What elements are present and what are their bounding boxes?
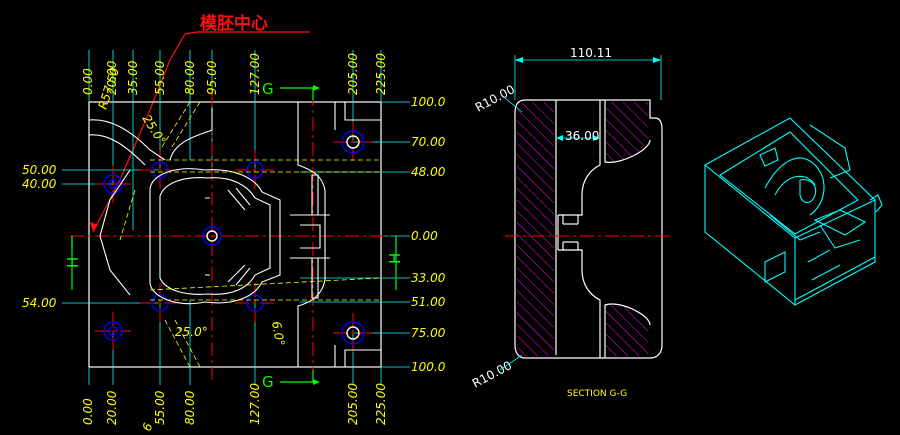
hole-top-right: [341, 130, 365, 154]
annotation-arrowhead: [90, 222, 98, 232]
dim-top-225: 225.00: [374, 53, 388, 95]
pin-top-1: [151, 161, 169, 179]
iso-view: [704, 117, 883, 306]
dim-top-205: 205.00: [346, 53, 360, 95]
dim-right-70: 70.00: [411, 135, 446, 149]
section-h-right-label: H: [386, 253, 404, 264]
dim-right-100-bottom: 100.0: [411, 360, 446, 374]
dim-bottom-20: 20.00: [105, 390, 119, 425]
section-g-top-label: G: [262, 80, 274, 98]
plan-left-dims: 50.00 40.00 54.00: [22, 163, 57, 310]
dim-right-0: 0.00: [411, 229, 438, 243]
pin-top-2: [246, 161, 264, 179]
section-outline: [514, 99, 663, 359]
section-hatch-top-right: [606, 102, 648, 162]
dim-top-35: 35.00: [126, 60, 140, 95]
dim-top-20: 20.00: [105, 60, 119, 95]
section-g-top: G: [262, 80, 320, 100]
dim-top-55: 55.00: [153, 60, 167, 95]
dim-left-50: 50.00: [22, 163, 57, 177]
dim-left-54: 54.00: [22, 296, 57, 310]
pin-bottom-2: [246, 294, 264, 312]
dim-right-75: 75.00: [411, 326, 446, 340]
section-title: SECTION G-G: [567, 389, 627, 399]
dim-bottom-80: 80.00: [183, 390, 197, 425]
angle-small: 6.0°: [269, 320, 287, 347]
section-h-left: H: [64, 236, 82, 290]
dim-bottom-225: 225.00: [374, 383, 388, 425]
plan-centerlines: [70, 92, 390, 380]
dim-top-95: 95.00: [205, 60, 219, 95]
dim-right-100-top: 100.0: [411, 95, 446, 109]
plan-right-dims: 100.0 70.00 48.00 0.00 33.00 51.00 75.00…: [411, 95, 446, 374]
dim-right-33: 33.00: [411, 271, 446, 285]
dim-bottom-0: 0.00: [81, 398, 95, 425]
hole-bottom-right: [341, 321, 365, 345]
angle-bottom: 25.0°: [175, 325, 208, 339]
dim-top-127: 127.00: [248, 53, 262, 95]
dim-top-80: 80.00: [183, 60, 197, 95]
hole-top-left: [103, 174, 123, 194]
dim-bottom-205: 205.00: [346, 383, 360, 425]
section-g-bottom-label: G: [262, 373, 274, 391]
dim-top-0: 0.00: [81, 68, 95, 95]
plan-holes: [103, 130, 365, 345]
section-view: 110.11: [470, 46, 670, 399]
dim-right-51: 51.00: [411, 295, 446, 309]
plan-guides: [119, 101, 381, 368]
pin-bottom-1: [151, 294, 169, 312]
mold-center-label: 模胚中心: [200, 13, 268, 34]
section-width-dim: 110.11: [570, 46, 612, 60]
dim-bottom-127: 127.00: [248, 383, 262, 425]
section-hatch-bottom-right: [606, 305, 648, 356]
section-h-right: H: [386, 236, 404, 290]
dim-left-40: 40.00: [22, 177, 57, 191]
dim-bottom-55: 55.00: [153, 390, 167, 425]
section-inner-dim: 36.00: [565, 129, 599, 143]
section-g-bottom: G: [262, 370, 320, 391]
section-h-left-label: H: [64, 257, 82, 268]
dim-right-48: 48.00: [411, 165, 446, 179]
plan-outline: [88, 101, 382, 368]
section-hatch-left: [517, 102, 554, 356]
cavity-outline: [88, 102, 381, 367]
hole-bottom-left: [103, 321, 123, 341]
hole-center: [202, 226, 222, 246]
